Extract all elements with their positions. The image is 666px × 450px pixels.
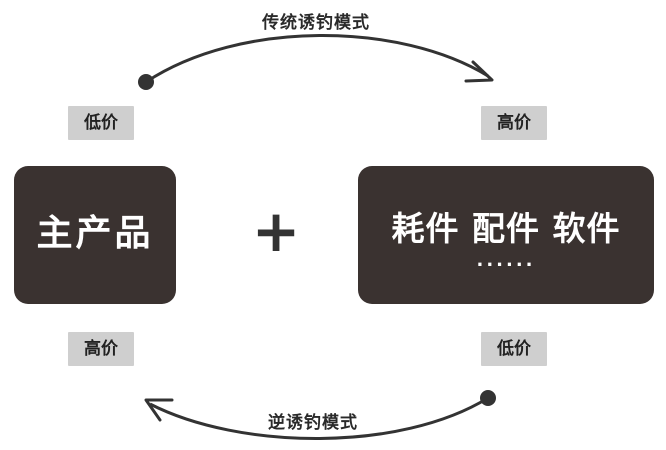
top-arc-start-dot	[138, 74, 154, 90]
left-top-price-tag: 低价	[68, 106, 134, 140]
top-arc-path	[145, 34, 489, 84]
plus-sign: +	[251, 197, 301, 265]
accessories-box: 耗件 配件 软件 ......	[358, 166, 654, 304]
left-bottom-price-tag: 高价	[68, 332, 134, 366]
bottom-arc-label: 逆诱钓模式	[268, 413, 358, 433]
right-top-price-tag: 高价	[481, 106, 547, 140]
bottom-arc-arrowhead	[144, 398, 174, 422]
top-arc-arrowhead	[464, 60, 494, 83]
main-product-box: 主产品	[14, 166, 176, 304]
main-product-label: 主产品	[36, 213, 154, 254]
ellipsis-dots: ......	[476, 250, 536, 271]
bottom-arc-start-dot	[480, 390, 496, 406]
accessories-label: 耗件 配件 软件	[391, 209, 621, 248]
right-bottom-price-tag: 低价	[481, 332, 547, 366]
top-arc-label: 传统诱钓模式	[262, 13, 370, 33]
bottom-arc-path	[149, 396, 489, 440]
